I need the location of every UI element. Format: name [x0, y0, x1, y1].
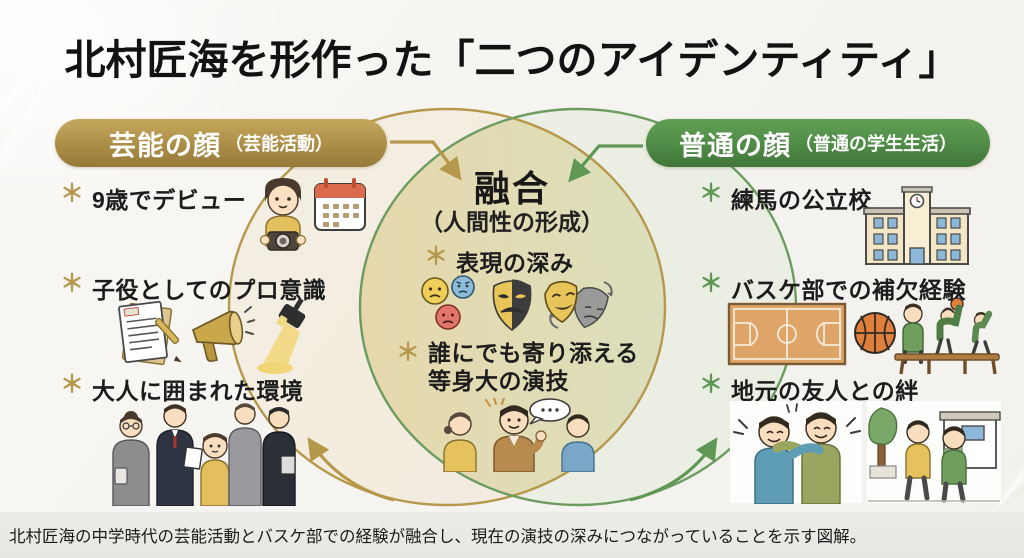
right-item-label: 練馬の公立校	[731, 187, 872, 213]
asterisk-bullet: ＊	[396, 339, 420, 366]
fusion-title: 融合	[473, 168, 550, 209]
friends-shoulder-icon	[730, 401, 862, 504]
bottom-left-arrow	[307, 437, 395, 502]
fusion-subtitle: （人間性の形成）	[420, 209, 604, 235]
right-item-basketball: ＊ バスケ部での補欠経験	[699, 270, 966, 305]
left-badge-arrow	[390, 140, 462, 181]
footer-caption: 北村匠海の中学時代の芸能活動とバスケ部での経験が融合し、現在の演技の深みにつなが…	[9, 528, 867, 546]
asterisk-bullet: ＊	[60, 180, 84, 207]
emotion-faces-and-masks-icon	[421, 275, 613, 331]
center-bullet-expression: ＊ 表現の深み	[424, 243, 574, 278]
asterisk-bullet: ＊	[60, 270, 84, 297]
asterisk-bullet: ＊	[699, 371, 723, 398]
neighborhood-friends-icon	[867, 401, 1001, 503]
bench-players-icon	[894, 297, 1000, 375]
center-bullet-label: 表現の深み	[456, 250, 574, 276]
left-badge: 芸能の顔 （芸能活動）	[55, 119, 387, 167]
right-item-label: 地元の友人との絆	[731, 378, 919, 404]
asterisk-bullet: ＊	[60, 371, 84, 398]
bottom-right-arrow	[629, 437, 718, 502]
megaphone-icon	[191, 306, 255, 362]
basketball-court-icon	[727, 302, 847, 366]
asterisk-bullet: ＊	[424, 243, 448, 270]
right-badge: 普通の顔 （普通の学生生活）	[646, 119, 990, 167]
left-badge-sub: （芸能活動）	[225, 134, 333, 154]
right-badge-label: 普通の顔	[679, 130, 791, 161]
left-item-label: 大人に囲まれた環境	[92, 378, 304, 404]
script-document-icon	[118, 300, 182, 366]
left-item-label: 子役としてのプロ意識	[92, 277, 327, 303]
asterisk-bullet: ＊	[699, 180, 723, 207]
left-item-pro: ＊ 子役としてのプロ意識	[60, 270, 327, 305]
boy-with-camera-icon	[259, 178, 307, 251]
asterisk-bullet: ＊	[699, 270, 723, 297]
left-item-adults: ＊ 大人に囲まれた環境	[60, 371, 304, 406]
center-bullet-label: 誰にでも寄り添える 等身大の演技	[428, 340, 639, 394]
left-ellipse-outline	[227, 107, 667, 507]
left-badge-label: 芸能の顔	[109, 130, 221, 161]
right-item-label: バスケ部での補欠経験	[731, 277, 966, 303]
adults-group-icon	[112, 403, 296, 506]
school-building-icon	[863, 186, 971, 265]
left-item-label: 9歳でデビュー	[92, 187, 247, 213]
spotlight-icon	[257, 297, 306, 374]
right-badge-sub: （普通の学生生活）	[795, 134, 957, 154]
right-item-friends: ＊ 地元の友人との絆	[699, 371, 919, 406]
right-item-school: ＊ 練馬の公立校	[699, 180, 872, 215]
basketball-icon	[854, 312, 896, 354]
right-badge-arrow	[568, 144, 643, 183]
footer-bar: 北村匠海の中学時代の芸能活動とバスケ部での経験が融合し、現在の演技の深みにつなが…	[0, 512, 1024, 558]
left-item-debut: ＊ 9歳でデビュー	[60, 180, 247, 215]
people-talking-icon	[443, 398, 595, 472]
calendar-icon	[314, 178, 366, 231]
page-title: 北村匠海を形作った「二つのアイデンティティ」	[64, 37, 960, 83]
center-bullet-acting: ＊ 誰にでも寄り添える 等身大の演技	[396, 339, 639, 395]
